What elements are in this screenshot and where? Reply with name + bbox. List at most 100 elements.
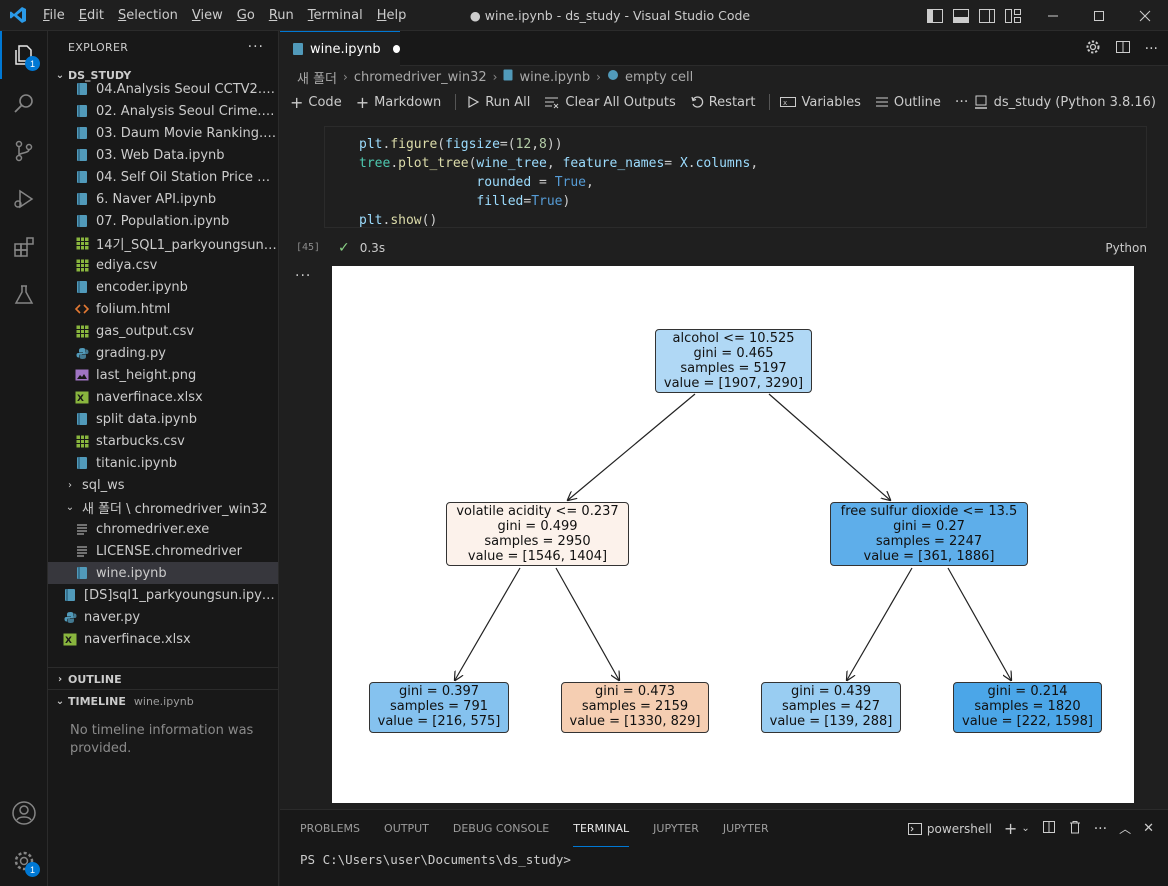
minimize-icon[interactable] [1030, 0, 1076, 31]
search-activity[interactable] [0, 79, 48, 127]
manage-activity[interactable]: 1 [0, 837, 48, 885]
file-item[interactable]: ediya.csv [48, 254, 278, 276]
node-line: samples = 427 [781, 699, 880, 714]
notebook-icon [74, 411, 90, 427]
terminal-prompt[interactable]: PS C:\Users\user\Documents\ds_study> [300, 852, 571, 867]
unsaved-dot-icon[interactable] [392, 45, 400, 53]
file-item[interactable]: 14기_SQL1_parkyoungsun.csv.c... [48, 232, 278, 254]
add-code-button[interactable]: +Code [290, 93, 342, 112]
run-debug-activity[interactable] [0, 175, 48, 223]
tab-problems[interactable]: PROBLEMS [300, 822, 361, 835]
run-all-button[interactable]: Run All [466, 95, 530, 110]
tab-jupyter[interactable]: JUPYTER [653, 822, 699, 835]
source-control-icon [15, 140, 33, 162]
close-panel-icon[interactable]: ✕ [1143, 821, 1154, 836]
menu-edit[interactable]: Edit [78, 7, 104, 23]
folder-new-folder[interactable]: ⌄새 폴더 \ chromedriver_win32 [48, 496, 278, 518]
menu-run[interactable]: Run [268, 7, 294, 23]
file-item[interactable]: 03. Web Data.ipynb [48, 144, 278, 166]
breadcrumb-cell[interactable]: empty cell [624, 69, 694, 85]
menu-terminal[interactable]: Terminal [307, 7, 363, 23]
file-item[interactable]: 04.Analysis Seoul CCTV2.ipynb [48, 78, 278, 100]
file-item[interactable]: LICENSE.chromedriver [48, 540, 278, 562]
breadcrumb-subfolder[interactable]: chromedriver_win32 [353, 69, 487, 85]
explorer-sidebar: EXPLORER ··· ⌄ DS_STUDY 04.Analysis Seou… [48, 31, 279, 886]
files-icon [15, 45, 32, 65]
output-more-icon[interactable]: ··· [295, 268, 312, 284]
file-item[interactable]: last_height.png [48, 364, 278, 386]
notebook-settings-gear-icon[interactable] [1085, 39, 1101, 59]
file-item[interactable]: wine.ipynb [48, 562, 278, 584]
explorer-activity[interactable]: 1 [0, 31, 48, 79]
breadcrumb-file[interactable]: wine.ipynb [519, 69, 591, 85]
file-item[interactable]: [DS]sql1_parkyoungsun.ipynb [48, 584, 278, 606]
file-item[interactable]: 02. Analysis Seoul Crime.ipynb [48, 100, 278, 122]
outline-header[interactable]: › OUTLINE [48, 668, 278, 690]
accounts-activity[interactable] [0, 789, 48, 837]
menu-selection[interactable]: Selection [117, 7, 178, 23]
more-actions-icon[interactable]: ··· [1144, 40, 1158, 57]
split-terminal-icon[interactable] [1042, 820, 1056, 837]
tab-wine-ipynb[interactable]: wine.ipynb [280, 31, 400, 66]
tab-output[interactable]: OUTPUT [384, 822, 429, 835]
tab-terminal[interactable]: TERMINAL [573, 810, 630, 847]
breadcrumb-folder[interactable]: 새 폴더 [297, 71, 338, 87]
terminal-shell-selector[interactable]: powershell [907, 822, 992, 836]
toggle-sidebar-icon[interactable] [926, 7, 944, 25]
restart-button[interactable]: Restart [690, 95, 755, 110]
menu-file[interactable]: File [43, 7, 65, 23]
trash-icon[interactable] [1068, 820, 1082, 837]
more-actions-icon[interactable]: ··· [1093, 820, 1108, 837]
extensions-activity[interactable] [0, 223, 48, 271]
run-all-label: Run All [485, 94, 531, 110]
file-item[interactable]: grading.py [48, 342, 278, 364]
toolbar-more-icon[interactable]: ··· [954, 94, 969, 110]
source-control-activity[interactable] [0, 127, 48, 175]
outline-section[interactable]: › OUTLINE [48, 667, 278, 690]
timeline-header[interactable]: ⌄ TIMELINE wine.ipynb [48, 690, 278, 712]
cell-language[interactable]: Python [1105, 241, 1147, 255]
workspace-root[interactable]: ⌄ DS_STUDY [48, 64, 278, 86]
file-item[interactable]: 04. Self Oil Station Price Analys... [48, 166, 278, 188]
menu-view[interactable]: View [191, 7, 223, 23]
file-item[interactable]: naver.py [48, 606, 278, 628]
file-item[interactable]: titanic.ipynb [48, 452, 278, 474]
menu-help[interactable]: Help [376, 7, 407, 23]
file-item[interactable]: 07. Population.ipynb [48, 210, 278, 232]
file-item[interactable]: gas_output.csv [48, 320, 278, 342]
toggle-panel-icon[interactable] [952, 7, 970, 25]
tree-edge [768, 393, 890, 500]
maximize-panel-icon[interactable]: ︿ [1119, 822, 1132, 836]
node-line: gini = 0.439 [790, 684, 872, 699]
code-cell[interactable]: plt.figure(figsize=(12,8)) tree.plot_tre… [324, 126, 1147, 228]
testing-activity[interactable] [0, 271, 48, 319]
menu-go[interactable]: Go [236, 7, 255, 23]
folder-sql-ws[interactable]: ›sql_ws [48, 474, 278, 496]
file-item[interactable]: folium.html [48, 298, 278, 320]
file-item[interactable]: split data.ipynb [48, 408, 278, 430]
split-editor-icon[interactable] [1115, 39, 1131, 59]
toggle-secondary-sidebar-icon[interactable] [978, 7, 996, 25]
vscode-logo-icon [0, 0, 36, 31]
maximize-icon[interactable] [1076, 0, 1122, 31]
file-item[interactable]: 6. Naver API.ipynb [48, 188, 278, 210]
more-actions-icon[interactable]: ··· [247, 39, 264, 55]
clear-outputs-button[interactable]: Clear All Outputs [544, 95, 676, 110]
new-terminal-plus-icon[interactable]: + [1003, 819, 1018, 838]
close-window-icon[interactable] [1122, 0, 1168, 31]
chevron-down-icon[interactable]: ⌄ [1021, 823, 1030, 834]
tab-jupyter-2[interactable]: JUPYTER [722, 822, 769, 835]
file-item[interactable]: 03. Daum Movie Ranking.ipynb [48, 122, 278, 144]
add-markdown-button[interactable]: +Markdown [356, 93, 442, 112]
file-item[interactable]: chromedriver.exe [48, 518, 278, 540]
file-item[interactable]: starbucks.csv [48, 430, 278, 452]
kernel-picker[interactable]: ds_study (Python 3.8.16) [974, 88, 1156, 116]
file-item[interactable]: encoder.ipynb [48, 276, 278, 298]
customize-layout-icon[interactable] [1004, 7, 1022, 25]
tab-debug-console[interactable]: DEBUG CONSOLE [452, 822, 550, 835]
node-line: samples = 5197 [680, 361, 787, 376]
outline-button[interactable]: Outline [875, 95, 941, 110]
